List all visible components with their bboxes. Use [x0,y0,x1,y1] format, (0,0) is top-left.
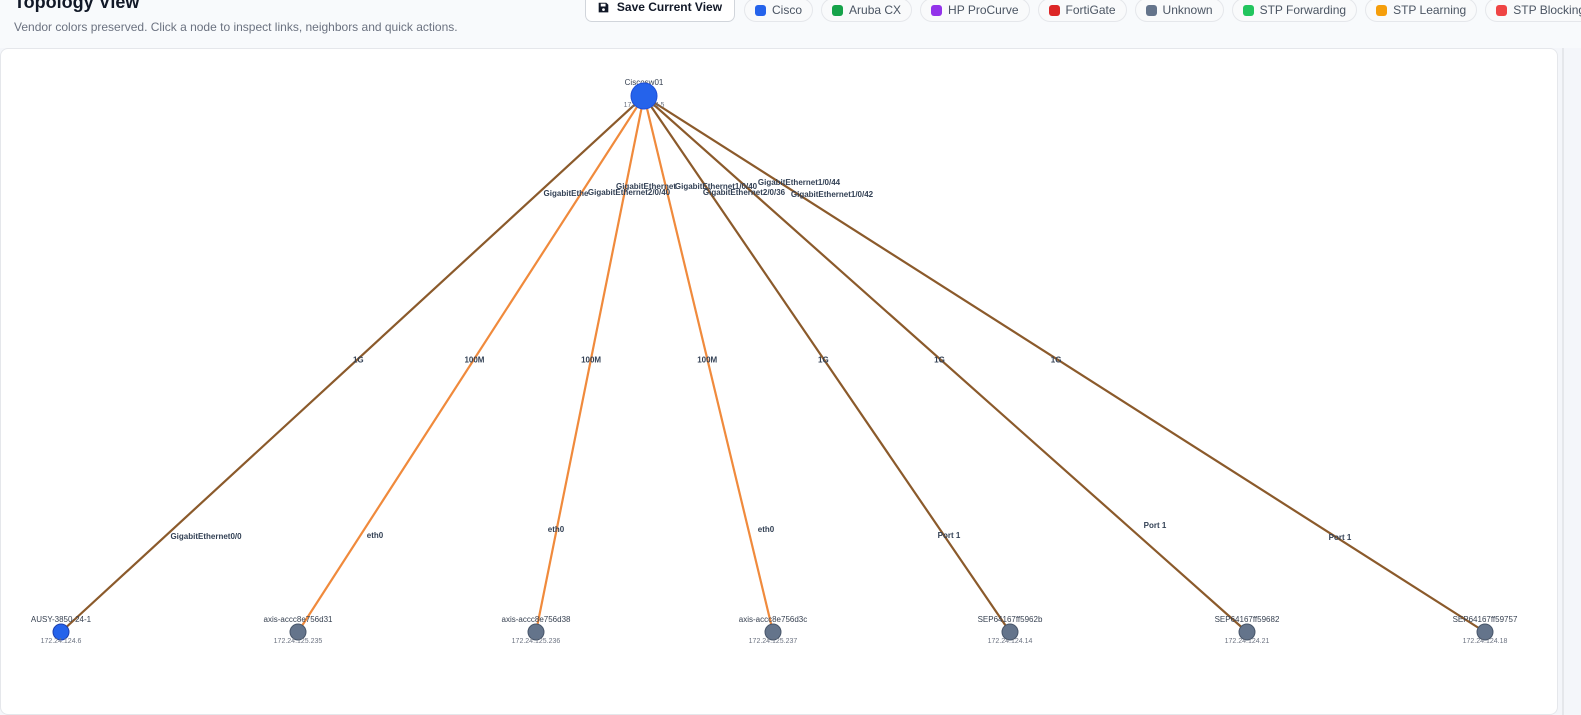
link-source-port-label: GigabitEthernet1/0/42 [791,190,874,199]
link-target-port-label: Port 1 [1144,521,1167,530]
legend-swatch [931,4,943,16]
link-speed-label: 1G [1051,356,1062,365]
link-target-port-label: Port 1 [1329,533,1352,542]
device-node-ip: 172.24.125.235 [274,638,323,645]
link-target-port-label: Port 1 [938,531,961,540]
link-target-port-label: eth0 [548,525,565,534]
legend: Cisco Aruba CX HP ProCurve FortiGate Unknown… [744,0,1581,22]
save-current-view-button[interactable]: Save Current View [585,0,735,22]
device-node-ip: 172.24.125.236 [512,638,561,645]
device-node[interactable]: axis-accc8e756d3c 172.24.125.237 [739,615,807,645]
link-source-port-label: GigabitEthe [544,189,589,198]
device-node[interactable]: axis-accc8e756d31 172.24.125.235 [264,615,333,645]
device-node-name: axis-accc8e756d31 [264,615,333,624]
root-device-node[interactable]: Ciscosw01172.24.124.5 [624,78,665,110]
device-node-ip: 172.24.125.237 [749,638,798,645]
legend-label: HP ProCurve [948,3,1019,17]
legend-swatch [1048,4,1060,16]
page-title: Topology View [14,0,140,12]
legend-label: Unknown [1162,3,1213,17]
legend-cisco[interactable]: Cisco [744,0,814,22]
link-source-port-label: GigabitEthernet2/0/40 [588,188,671,197]
legend-label: STP Forwarding [1259,3,1347,17]
device-node-ip: 172.24.124.6 [41,638,82,645]
legend-swatch [832,4,844,16]
link-speed-label: 1G [353,356,364,365]
legend-unknown[interactable]: Unknown [1134,0,1224,22]
link-speed-label: 1G [818,356,829,365]
device-node-circle[interactable] [289,623,307,641]
legend-stp-forwarding[interactable]: STP Forwarding [1231,0,1358,22]
device-node-name: AUSY-3850-24-1 [31,615,92,624]
link-source-port-label: GigabitEthernet [616,182,676,191]
device-node-name: SEP64167ff59757 [1453,615,1518,624]
device-node-circle[interactable] [527,623,545,641]
device-node-name: axis-accc8e756d38 [502,615,571,624]
link-target-port-label: GigabitEthernet0/0 [170,532,242,541]
link-source-port-label: GigabitEthernet2/0/36 [703,188,786,197]
link-edge[interactable] [643,95,1248,633]
link-speed-label: 100M [464,356,484,365]
legend-stp-learning[interactable]: STP Learning [1365,0,1478,22]
link-edge[interactable] [297,95,645,633]
root-device-circle[interactable] [630,82,658,110]
save-current-view-label: Save Current View [616,0,723,14]
device-node-circle[interactable] [1238,623,1256,641]
legend-aruba-cx[interactable]: Aruba CX [821,0,913,22]
device-node-name: axis-accc8e756d3c [739,615,807,624]
link-edge[interactable] [643,95,1011,633]
legend-swatch [1496,4,1508,16]
device-node[interactable]: axis-accc8e756d38 172.24.125.236 [502,615,571,645]
legend-label: STP Blocking [1513,3,1581,17]
device-node-ip: 172.24.124.21 [1225,638,1270,645]
device-node-circle[interactable] [52,623,70,641]
legend-label: FortiGate [1065,3,1116,17]
legend-label: Cisco [772,3,803,17]
root-device-name: Ciscosw01 [625,78,664,87]
legend-label: Aruba CX [849,3,902,17]
link-target-port-label: eth0 [367,531,384,540]
link-speed-label: 100M [581,356,601,365]
legend-label: STP Learning [1393,3,1467,17]
legend-swatch [1145,4,1157,16]
device-node-circle[interactable] [1001,623,1019,641]
link-edge[interactable] [534,95,646,633]
device-node-circle[interactable] [1476,623,1494,641]
device-node-name: SEP64167ff59682 [1215,615,1280,624]
link-edge[interactable] [60,95,645,633]
device-node[interactable]: SEP64167ff59757 172.24.124.18 [1453,615,1518,645]
legend-swatch [1376,4,1388,16]
link-source-port-label: GigabitEthernet1/0/40 [675,182,758,191]
legend-swatch [755,4,766,16]
legend-hp-procurve[interactable]: HP ProCurve [920,0,1030,22]
topology-canvas[interactable] [0,48,1558,715]
legend-stp-blocking[interactable]: STP Blocking [1485,0,1581,22]
link-speed-label: 100M [697,356,717,365]
device-node-name: SEP64167ff5962b [978,615,1043,624]
save-icon [598,2,609,12]
link-speed-label: 1G [934,356,945,365]
page-subtitle: Vendor colors preserved. Click a node to… [14,20,458,34]
scrollbar[interactable] [1562,48,1564,715]
legend-swatch [1242,4,1254,16]
device-node[interactable]: SEP64167ff59682 172.24.124.21 [1215,615,1280,645]
device-node-ip: 172.24.124.18 [1463,638,1508,645]
device-node[interactable]: SEP64167ff5962b 172.24.124.14 [978,615,1043,645]
page-header: Topology View Vendor colors preserved. C… [0,0,1581,48]
legend-fortigate[interactable]: FortiGate [1037,0,1127,22]
device-node[interactable]: AUSY-3850-24-1 172.24.124.6 [31,615,92,645]
device-node-circle[interactable] [764,623,782,641]
link-edge[interactable] [643,95,1486,633]
link-target-port-label: eth0 [758,525,775,534]
link-source-port-label: GigabitEthernet1/0/44 [758,178,841,187]
device-node-ip: 172.24.124.14 [988,638,1033,645]
link-edge[interactable] [642,95,775,633]
